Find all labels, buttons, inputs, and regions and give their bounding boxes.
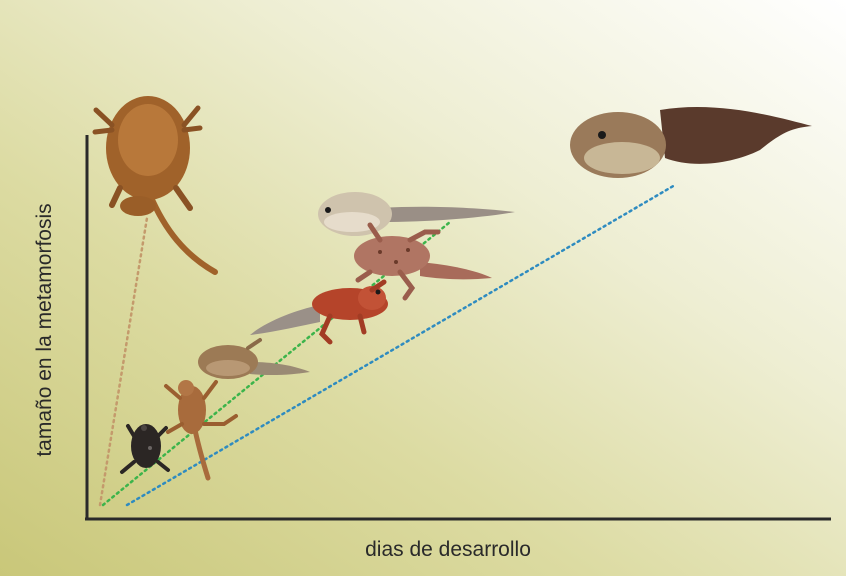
large-tadpole <box>570 107 812 178</box>
paradoxical-frog-metamorph <box>95 96 215 272</box>
small-tadpole <box>198 340 310 379</box>
y-axis-label: tamaño en la metamorfosis <box>33 203 57 456</box>
blue-dotted-line <box>127 185 675 505</box>
pale-tadpole <box>318 192 515 236</box>
brown-froglet <box>166 380 236 478</box>
red-metamorph <box>250 282 388 342</box>
small-black-froglet <box>122 424 168 472</box>
x-axis-label: dias de desarrollo <box>0 538 846 562</box>
